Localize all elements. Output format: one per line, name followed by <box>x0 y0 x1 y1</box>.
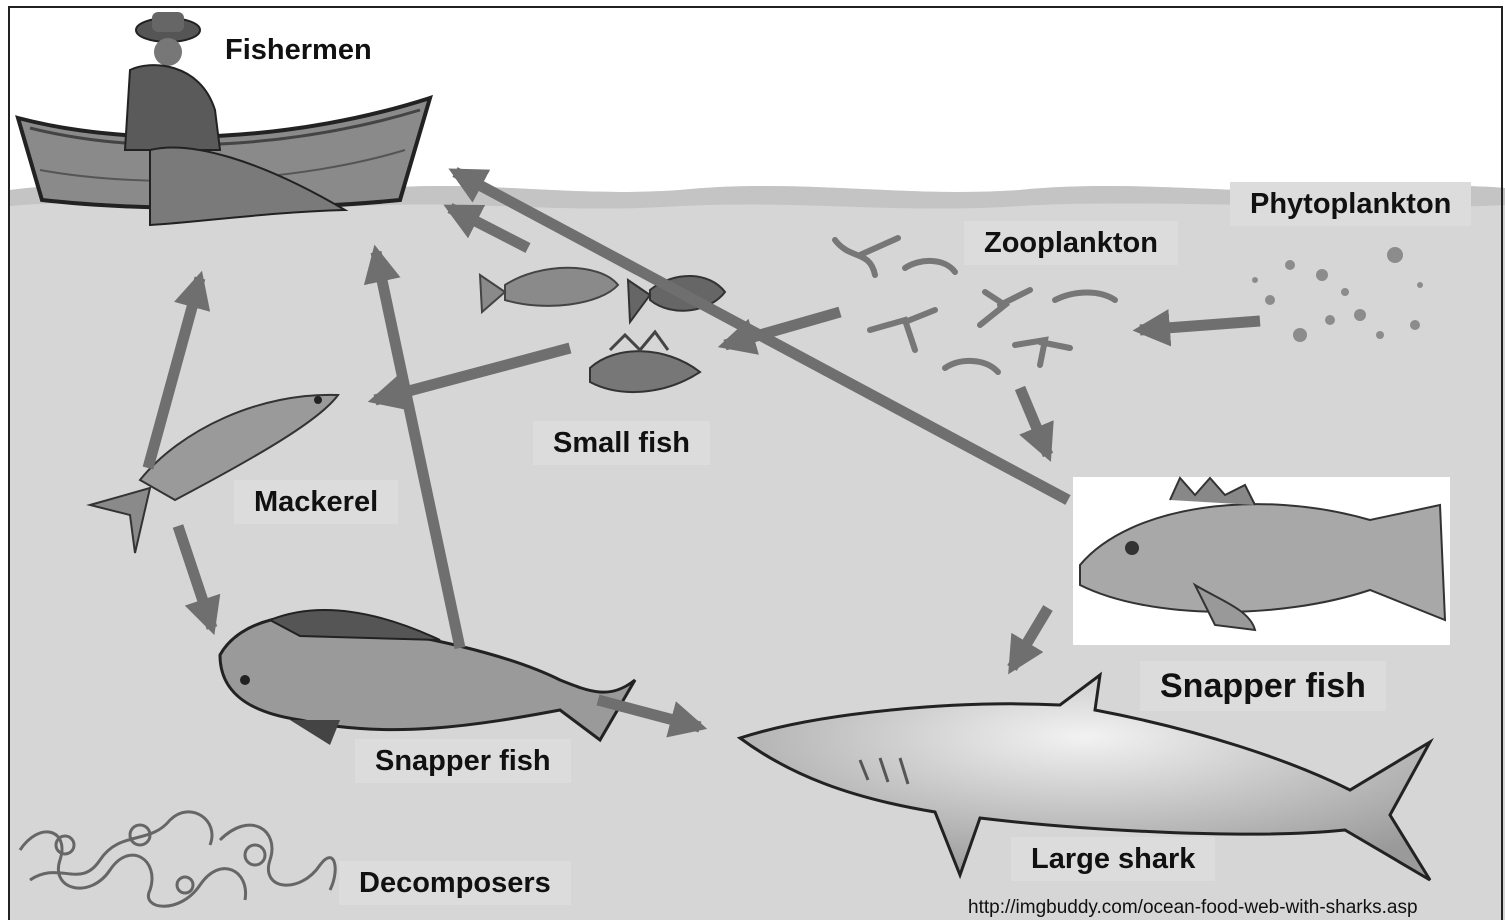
label-fishermen: Fishermen <box>225 32 372 68</box>
label-zooplankton: Zooplankton <box>964 221 1178 265</box>
label-small-fish: Small fish <box>533 421 710 465</box>
snapper-fish-icon <box>1073 477 1450 645</box>
source-url: http://imgbuddy.com/ocean-food-web-with-… <box>968 897 1418 919</box>
label-decomposers: Decomposers <box>339 861 571 905</box>
label-snapper-fish-left: Snapper fish <box>355 739 571 783</box>
label-phytoplankton: Phytoplankton <box>1230 182 1471 226</box>
label-large-shark: Large shark <box>1011 837 1215 881</box>
label-mackerel: Mackerel <box>234 480 398 524</box>
label-snapper-fish-right: Snapper fish <box>1140 661 1386 711</box>
